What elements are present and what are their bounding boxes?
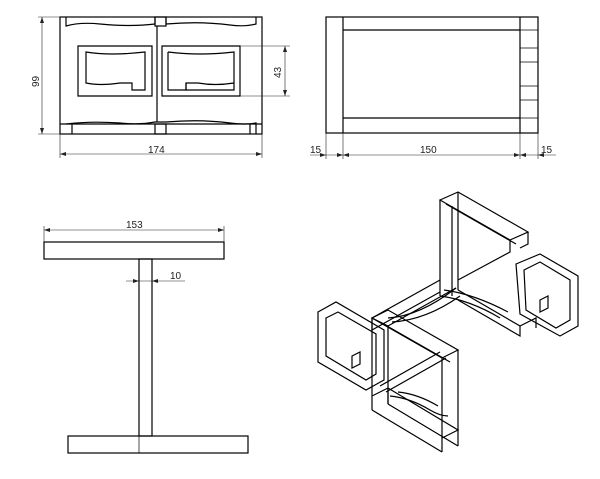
dim-15-right-label: 15 [541,145,553,156]
iso-crossbar-low [389,391,449,417]
iso-crossbar-top [387,287,461,323]
dim-15-left-label: 15 [310,145,322,156]
iso-crossbar-mid [439,289,509,319]
side-view: 153 10 [43,220,249,454]
iso-right-loop [515,253,579,337]
front-left-hook [77,45,153,97]
iso-upper-rail [370,279,457,332]
iso-back-frame [438,191,530,241]
front-bottom-edge [65,120,257,134]
side-bottom-flange [67,435,249,454]
front-right-hook-tab [167,52,187,91]
front-bottom-notch [154,123,167,135]
dim-43-label: 43 [273,66,284,78]
top-outer-frame [325,16,539,134]
dim-10-label: 10 [170,271,182,282]
isometric-view [317,191,579,453]
top-view: 15 150 15 [310,16,556,159]
front-top-notch [154,16,167,27]
front-view: 174 99 43 [31,16,290,158]
front-left-hook-inner [85,51,146,91]
iso-bottom-rail [379,351,447,393]
iso-left-loop [317,301,385,391]
dim-153-label: 153 [126,220,143,231]
dim-174-label: 174 [148,145,165,156]
front-outer-frame [59,16,263,135]
front-right-hook-inner [167,51,235,91]
dim-150-label: 150 [420,145,437,156]
iso-front-frame [370,309,460,359]
iso-middle-rail [457,289,537,338]
side-web [138,258,153,437]
side-top-flange [43,241,225,260]
front-top-edge [65,17,257,27]
dim-99-label: 99 [31,75,42,87]
